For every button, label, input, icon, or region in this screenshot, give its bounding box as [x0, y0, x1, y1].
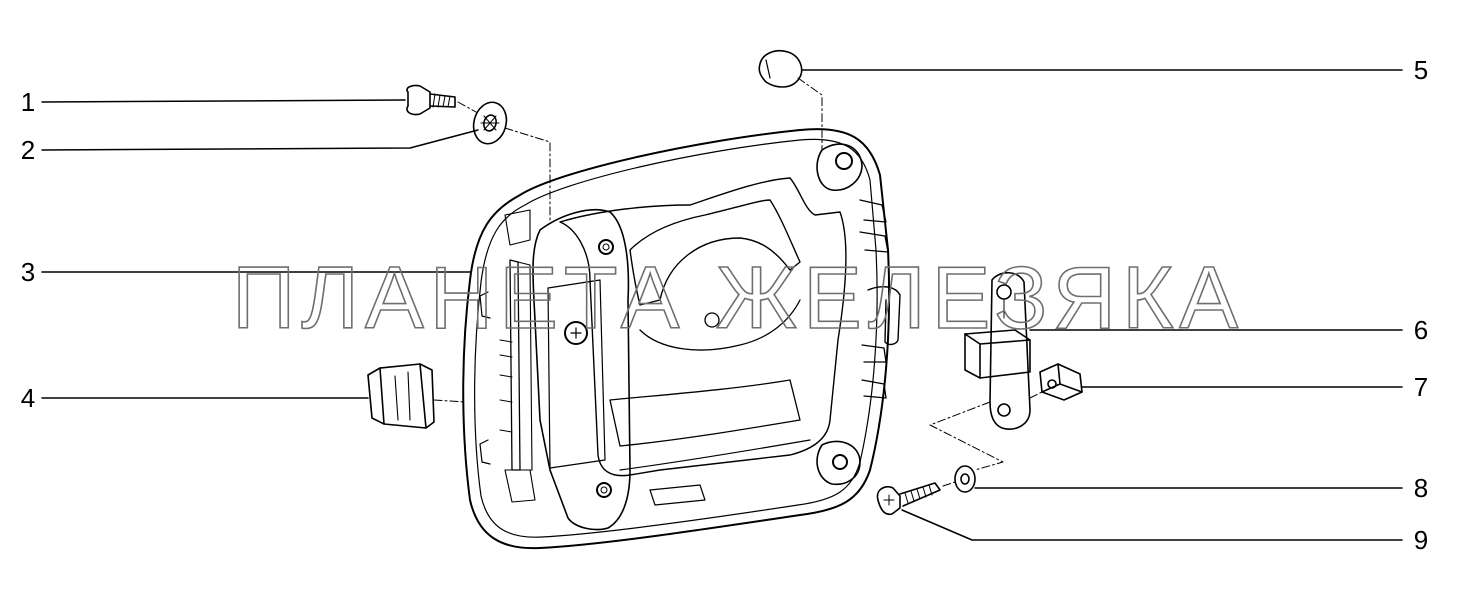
leader-lines — [41, 69, 1403, 541]
callout-5: 5 — [1414, 55, 1428, 85]
screw-part-9 — [876, 482, 941, 516]
washer-part-2 — [472, 101, 508, 145]
callout-1: 1 — [21, 87, 35, 117]
callout-9: 9 — [1414, 525, 1428, 555]
fuel-flap-panel — [462, 128, 901, 550]
callout-2: 2 — [21, 135, 35, 165]
leader-2 — [41, 129, 479, 151]
callout-7: 7 — [1414, 372, 1428, 402]
latch-bracket-part-6 — [964, 271, 1031, 430]
cap-part-5 — [758, 49, 803, 88]
leader-9 — [901, 509, 1403, 541]
assembly-lines — [433, 77, 1043, 487]
leader-1 — [41, 99, 406, 103]
clip-part-4 — [367, 363, 435, 429]
bolt-part-1 — [406, 84, 456, 116]
clip-nut-part-7 — [1039, 363, 1083, 401]
callout-3: 3 — [21, 257, 35, 287]
watermark-text: ПЛАНЕТА ЖЕЛЕЗЯКА — [232, 248, 1244, 347]
callout-numbers: 1 2 3 4 5 6 7 8 9 — [21, 55, 1428, 555]
callout-4: 4 — [21, 383, 35, 413]
washer-part-8 — [954, 465, 976, 493]
callout-6: 6 — [1414, 315, 1428, 345]
callout-8: 8 — [1414, 473, 1428, 503]
